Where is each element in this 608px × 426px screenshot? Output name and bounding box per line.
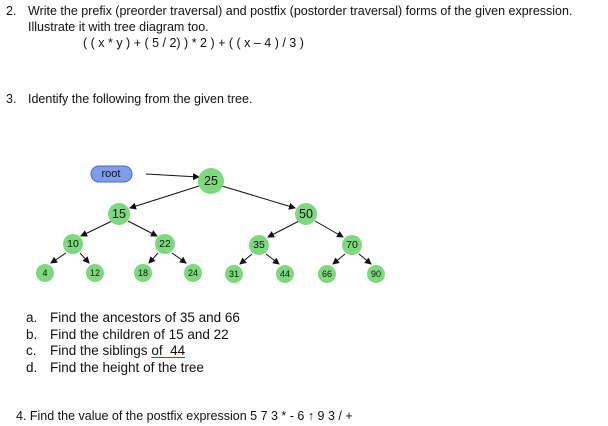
node-31-circle bbox=[225, 265, 243, 283]
question-2-number: 2. bbox=[6, 4, 17, 18]
node-35-circle bbox=[249, 235, 269, 255]
node-66-circle bbox=[318, 265, 336, 283]
edge-70-66 bbox=[332, 253, 346, 265]
node-22-circle bbox=[155, 234, 175, 254]
node-31: 31 bbox=[229, 269, 239, 279]
node-35: 35 bbox=[253, 239, 265, 251]
sub-question-b-text: Find the children of 15 and 22 bbox=[50, 326, 229, 342]
question-2-line2: Illustrate it with tree diagram too. bbox=[28, 20, 209, 34]
node-44: 44 bbox=[280, 269, 290, 279]
sub-question-d-letter: d. bbox=[26, 359, 38, 375]
node-4: 4 bbox=[42, 268, 47, 278]
node-50-circle bbox=[295, 203, 317, 225]
node-44-circle bbox=[276, 265, 294, 283]
node-90-circle bbox=[367, 265, 385, 283]
node-18: 18 bbox=[138, 268, 148, 278]
sub-question-d: d. Find the height of the tree bbox=[26, 360, 240, 377]
sub-question-c-letter: c. bbox=[26, 343, 37, 358]
sub-question-d-text: Find the height of the tree bbox=[50, 359, 204, 375]
edge-10-12 bbox=[79, 252, 90, 264]
node-12-circle bbox=[86, 264, 104, 282]
tree-nodes bbox=[36, 168, 385, 283]
node-12: 12 bbox=[90, 268, 100, 278]
edge-10-4 bbox=[50, 252, 67, 264]
edge-70-90 bbox=[358, 253, 372, 265]
edge-25-50 bbox=[221, 185, 296, 210]
sub-question-a-letter: a. bbox=[26, 310, 38, 325]
node-90: 90 bbox=[371, 269, 381, 279]
sub-question-c: c. Find the siblings of 44 bbox=[26, 343, 240, 360]
sub-question-list: a. Find the ancestors of 35 and 66 b. Find… bbox=[26, 310, 240, 376]
edge-50-35 bbox=[267, 220, 300, 238]
question-2-expression: ( ( x * y ) + ( 5 / 2) ) * 2 ) + ( ( x –… bbox=[83, 36, 304, 50]
tree-edges bbox=[50, 173, 372, 265]
edge-35-44 bbox=[265, 253, 280, 265]
sub-question-b-letter: b. bbox=[26, 326, 38, 342]
question-3: 3. Identify the following from the given … bbox=[6, 91, 252, 107]
question-4: 4. Find the value of the postfix express… bbox=[16, 409, 353, 423]
edge-15-22 bbox=[127, 220, 158, 237]
edge-root-25 bbox=[145, 173, 200, 181]
node-10: 10 bbox=[67, 238, 79, 250]
node-25: 25 bbox=[204, 174, 218, 188]
edge-35-31 bbox=[239, 253, 253, 265]
edge-25-15 bbox=[129, 185, 200, 210]
edge-22-24 bbox=[171, 252, 187, 264]
node-66: 66 bbox=[322, 269, 332, 279]
node-22: 22 bbox=[159, 238, 171, 250]
node-18-circle bbox=[134, 264, 152, 282]
node-50: 50 bbox=[299, 207, 313, 221]
node-15-circle bbox=[108, 203, 130, 225]
node-15: 15 bbox=[112, 207, 126, 221]
question-2-line1: Write the prefix (preorder traversal) an… bbox=[28, 4, 573, 18]
edge-50-70 bbox=[314, 220, 344, 238]
sub-question-a: a. Find the ancestors of 35 and 66 bbox=[26, 310, 240, 327]
sub-question-a-text: Find the ancestors of 35 and 66 bbox=[50, 310, 240, 325]
node-24: 24 bbox=[188, 268, 198, 278]
root-label-text: root bbox=[102, 168, 121, 180]
node-25-circle bbox=[198, 168, 224, 194]
node-4-circle bbox=[36, 264, 54, 282]
node-70: 70 bbox=[346, 239, 358, 251]
node-70-circle bbox=[342, 235, 362, 255]
edge-15-10 bbox=[80, 220, 113, 237]
question-3-text: Identify the following from the given tr… bbox=[28, 92, 253, 106]
root-label: root bbox=[90, 165, 133, 183]
node-24-circle bbox=[184, 264, 202, 282]
question-2: 2. Write the prefix (preorder traversal) … bbox=[6, 3, 572, 19]
sub-question-c-underlined: of 44 bbox=[151, 343, 186, 358]
sub-question-b: b. Find the children of 15 and 22 bbox=[26, 327, 240, 344]
edge-22-18 bbox=[148, 252, 159, 264]
tree-node-labels: 25 15 50 10 22 35 70 4 12 18 24 31 44 66… bbox=[42, 174, 381, 279]
question-3-number: 3. bbox=[6, 92, 17, 106]
node-10-circle bbox=[63, 234, 83, 254]
sub-question-c-text: Find the siblings bbox=[50, 343, 152, 358]
